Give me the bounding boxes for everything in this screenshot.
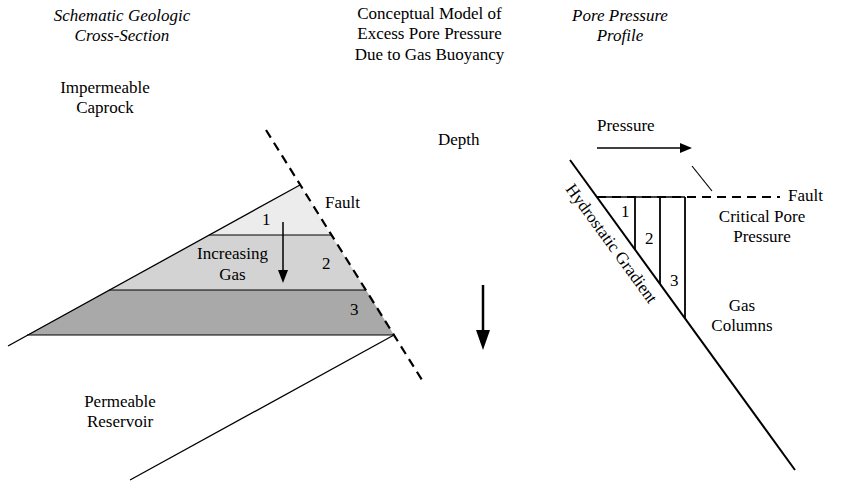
callout-number: 3 (670, 271, 679, 291)
gas-column (634, 197, 636, 250)
gas-band (209, 185, 331, 235)
trend-label: Increasing Gas (190, 243, 275, 285)
depth-arrow (482, 285, 485, 332)
gas-band (27, 290, 394, 335)
gas-contact (27, 334, 394, 335)
callout-label: Critical Pore Pressure (706, 207, 818, 248)
rock-label: Impermeable Caprock (50, 78, 160, 119)
axis-label: Pressure (597, 116, 655, 136)
gas-contact (109, 289, 366, 290)
arrow-head (278, 270, 288, 283)
column-top (597, 196, 685, 198)
arrow-head (680, 143, 692, 153)
callout-number: 2 (322, 254, 331, 274)
diagram-title: Conceptual Model of Excess Pore Pressure… (342, 4, 517, 65)
fault-label: Fault (788, 186, 823, 206)
callout-number: 1 (262, 210, 271, 230)
gas-contact (209, 234, 331, 235)
rock-label: Permeable Reservoir (65, 392, 175, 433)
fault-line (266, 130, 422, 380)
fault-label: Fault (325, 193, 360, 213)
axis-label: Depth (438, 130, 480, 150)
gas-column (659, 197, 661, 284)
gas-column (684, 197, 686, 318)
reservoir-top (8, 185, 300, 346)
callout-number: 2 (645, 229, 654, 249)
callout-number: 3 (350, 300, 359, 320)
reservoir-base (130, 335, 394, 480)
panel-title: Schematic Geologic Cross-Section (47, 6, 197, 47)
gas-band (109, 235, 366, 290)
callout-label: Gas Columns (698, 296, 786, 337)
leader-line (692, 166, 712, 191)
panel-title: Pore Pressure Profile (555, 6, 685, 47)
callout-number: 1 (621, 202, 630, 222)
hydrostatic-line (570, 160, 795, 470)
arrow-head (476, 330, 490, 350)
pressure-arrow (597, 147, 682, 149)
fault-level (597, 196, 780, 198)
increase-arrow (282, 222, 284, 272)
